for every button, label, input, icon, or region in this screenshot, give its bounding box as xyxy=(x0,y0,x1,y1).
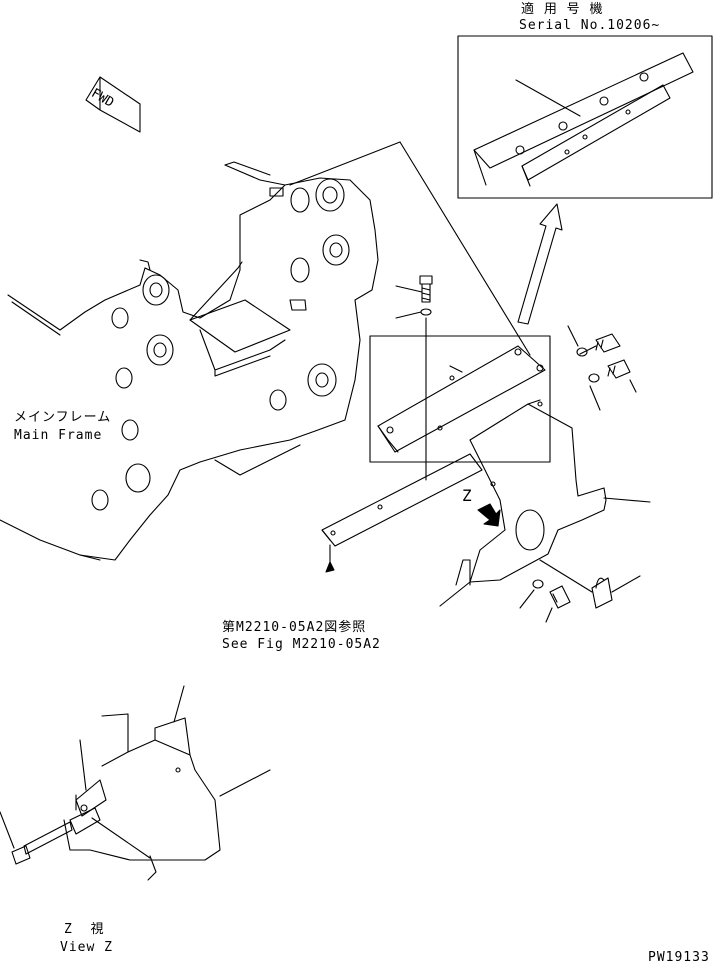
view-z-label-jp: Z 視 xyxy=(64,922,105,937)
serial-variant-inset xyxy=(457,35,713,199)
main-frame-label-jp: メインフレーム xyxy=(14,410,112,425)
variant-arrow xyxy=(517,203,563,325)
z-direction-arrow xyxy=(477,503,501,527)
applicable-serial-number: Serial No.10206~ xyxy=(519,18,661,33)
main-frame-structure xyxy=(0,161,379,561)
top-bolt xyxy=(395,275,433,481)
lower-cover-plate xyxy=(321,453,483,573)
z-marker-label: Z xyxy=(462,486,473,505)
main-frame-label-en: Main Frame xyxy=(14,428,103,443)
reference-label-en: See Fig M2210-05A2 xyxy=(222,637,381,652)
view-z-detail xyxy=(0,685,271,881)
bottom-bolt-and-lock xyxy=(519,559,641,623)
applicable-serial-label-jp: 適 用 号 機 xyxy=(521,2,604,17)
right-bolts xyxy=(567,325,637,411)
side-cover-panel xyxy=(439,399,651,607)
cover-angle-plate xyxy=(377,345,546,453)
view-z-label-en: View Z xyxy=(60,940,113,955)
fwd-direction-tag xyxy=(85,76,141,133)
reference-label-jp: 第M2210-05A2図参照 xyxy=(222,620,367,635)
detail-callout-frame xyxy=(289,141,551,463)
drawing-code: PW19133 xyxy=(648,950,710,965)
